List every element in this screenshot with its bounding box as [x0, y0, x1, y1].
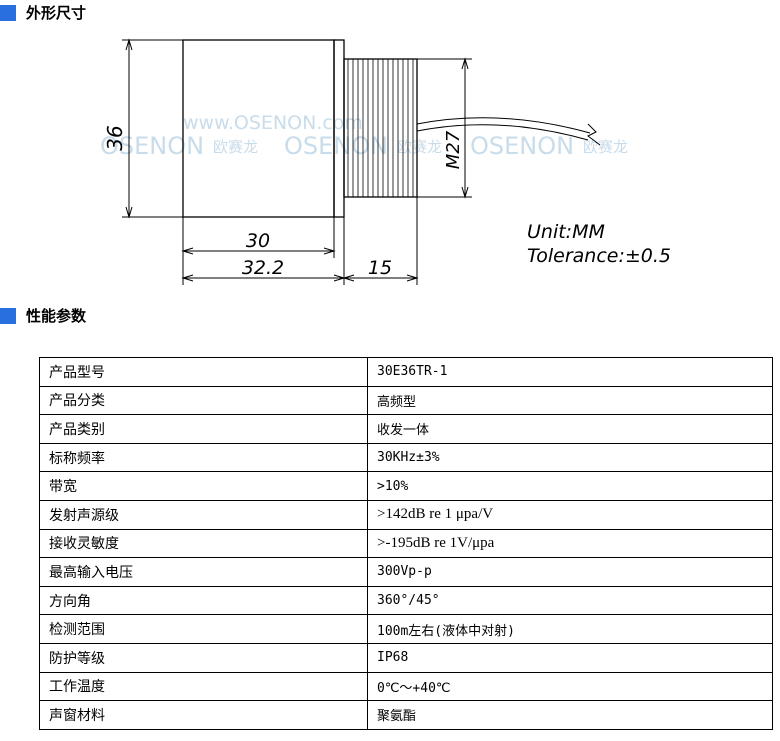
spec-value: 360°/45° — [367, 585, 773, 616]
dimensions-title-text: 外形尺寸 — [26, 4, 87, 22]
thread-label: M27 — [443, 130, 464, 169]
thread-length-label: 15 — [368, 257, 392, 279]
spec-value: IP68 — [367, 642, 773, 673]
dimensions-section-title: 外形尺寸 — [0, 2, 86, 23]
cable-break-mark — [587, 123, 601, 146]
table-row: 发射声源级>142dB re 1 μpa/V — [39, 499, 773, 530]
watermark-cn-1: 欧赛龙 — [213, 138, 258, 156]
spec-label: 产品类别 — [39, 414, 368, 444]
spec-value: 0℃～+40℃ — [367, 671, 773, 702]
watermark-brand-1: OSENON — [100, 132, 204, 160]
height-dimension-label: 36 — [103, 125, 127, 150]
spec-value: 收发一体 — [367, 414, 773, 444]
spec-value: >142dB re 1 μpa/V — [367, 499, 773, 530]
performance-section-title: 性能参数 — [0, 305, 86, 326]
spec-label: 工作温度 — [39, 671, 368, 702]
spec-value: 高频型 — [367, 385, 773, 416]
watermark-brand-2: OSENON — [284, 132, 388, 160]
table-row: 产品分类高频型 — [39, 385, 773, 416]
dimension-drawing: www.OSENON.com OSENON 欧赛龙 OSENON 欧赛龙 OSE… — [100, 38, 671, 285]
performance-title-text: 性能参数 — [26, 307, 87, 325]
spec-label: 产品分类 — [39, 385, 368, 416]
spec-value: 300Vp-p — [367, 557, 773, 587]
tolerance-label: Tolerance:±0.5 — [527, 245, 671, 267]
thread-lines — [347, 59, 414, 197]
spec-value: 聚氨酯 — [367, 700, 773, 730]
spec-label: 方向角 — [39, 585, 368, 616]
spec-label: 防护等级 — [39, 642, 368, 673]
cable-line-bottom — [416, 124, 589, 141]
table-row: 带宽>10% — [39, 471, 773, 501]
watermark-url: www.OSENON.com — [183, 112, 363, 134]
spec-label: 声窗材料 — [39, 700, 368, 730]
spec-label: 接收灵敏度 — [39, 528, 368, 559]
spec-label: 标称频率 — [39, 442, 368, 473]
section-marker-icon — [0, 307, 16, 324]
watermark-cn-3: 欧赛龙 — [583, 138, 628, 156]
spec-label: 最高输入电压 — [39, 557, 368, 587]
table-row: 接收灵敏度>-195dB re 1V/μpa — [39, 528, 773, 559]
spec-value: 30KHz±3% — [367, 442, 773, 473]
spec-value: >10% — [367, 471, 773, 501]
table-row: 声窗材料聚氨酯 — [39, 700, 773, 730]
spec-label: 产品型号 — [39, 357, 368, 387]
section-marker-icon — [0, 4, 16, 21]
spec-value: 100m左右(液体中对射) — [367, 614, 773, 644]
spec-value: >-195dB re 1V/μpa — [367, 528, 773, 559]
spec-label: 发射声源级 — [39, 499, 368, 530]
spec-value: 30E36TR-1 — [367, 357, 773, 387]
spec-label: 检测范围 — [39, 614, 368, 644]
total-width-label: 32.2 — [242, 257, 284, 279]
thread-section — [343, 58, 418, 198]
table-row: 产品类别收发一体 — [39, 414, 773, 444]
cable-line-top — [416, 117, 591, 134]
spec-label: 带宽 — [39, 471, 368, 501]
body-width-label: 30 — [246, 230, 270, 252]
watermark-brand-3: OSENON — [470, 132, 574, 160]
watermark-cn-2: 欧赛龙 — [397, 138, 442, 156]
unit-label: Unit:MM — [527, 221, 605, 243]
